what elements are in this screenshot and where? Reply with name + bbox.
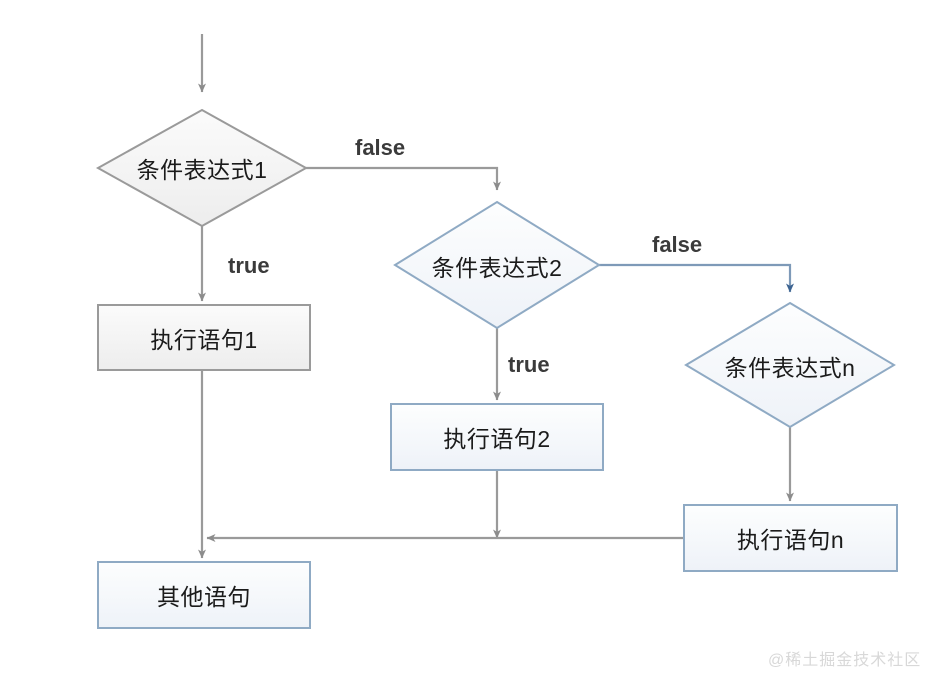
node-stmtn[interactable]	[683, 504, 898, 572]
node-cond1[interactable]	[95, 108, 309, 228]
edge-label-false-cond2: false	[652, 232, 703, 257]
node-other[interactable]	[97, 561, 311, 629]
edge-label-true-cond1: true	[228, 253, 270, 278]
edge-cond2-false	[599, 263, 794, 293]
watermark: @稀土掘金技术社区	[768, 652, 922, 669]
node-stmt1[interactable]	[97, 304, 311, 371]
edge-label-true-cond2: true	[508, 352, 550, 377]
node-cond2[interactable]	[393, 200, 601, 330]
node-stmt2[interactable]	[390, 403, 604, 471]
edge-cond1-false	[306, 166, 501, 191]
edge-label-false-cond1: false	[355, 135, 406, 160]
node-condn[interactable]	[684, 301, 896, 429]
